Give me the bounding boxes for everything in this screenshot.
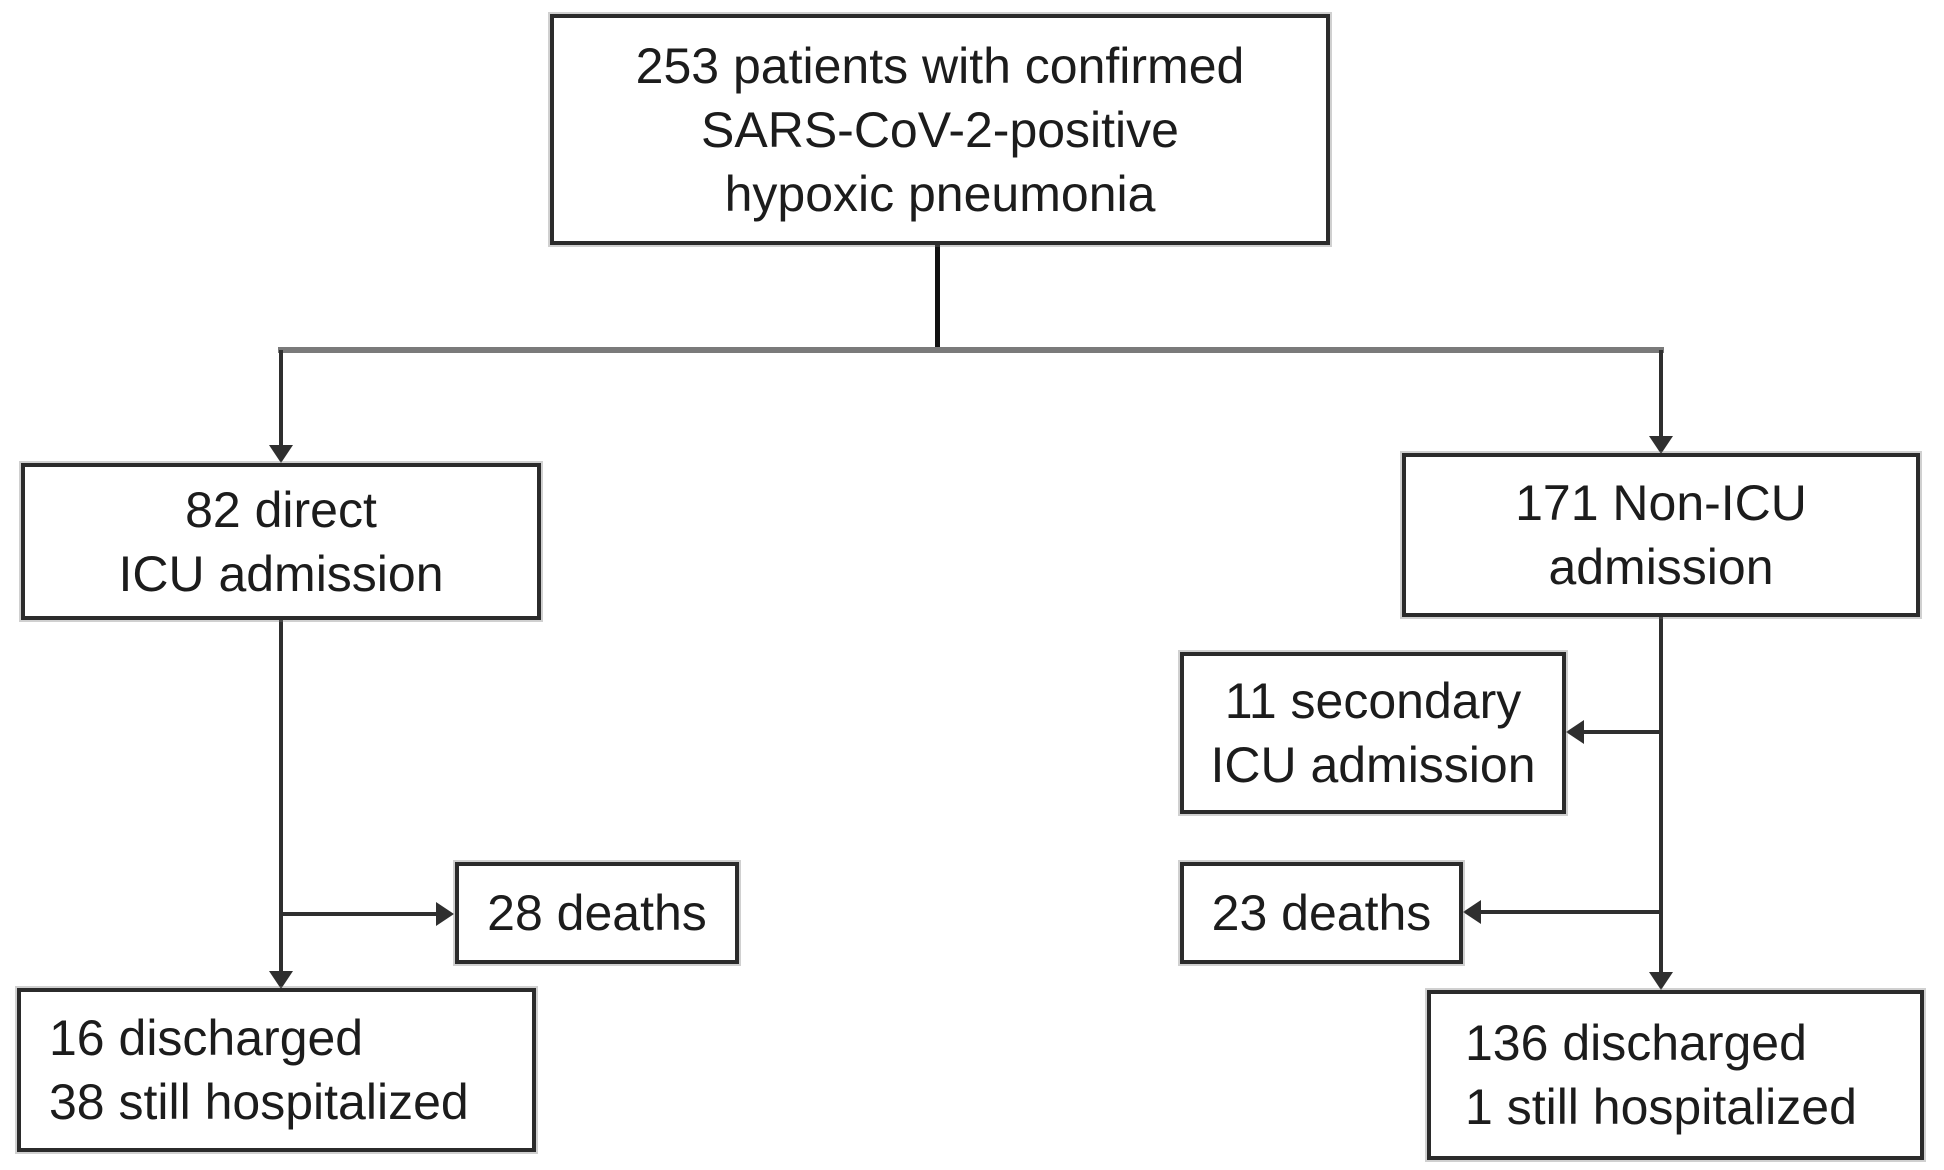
node-non-icu-deaths-line-1: 23 deaths xyxy=(1211,885,1432,941)
node-enrolled-line-2: SARS-CoV-2-positive xyxy=(701,101,1179,158)
node-direct-icu-admission: 82 direct ICU admission xyxy=(21,463,541,620)
connector-to-secondary-icu xyxy=(1582,730,1662,734)
node-direct-icu-line-2: ICU admission xyxy=(118,545,444,602)
connector-to-direct-icu xyxy=(279,350,283,447)
node-icu-outcome-line-2: 38 still hospitalized xyxy=(49,1074,469,1130)
arrowhead-to-non-icu-outcome xyxy=(1649,972,1673,990)
node-non-icu-outcome-line-1: 136 discharged xyxy=(1465,1015,1807,1071)
arrowhead-to-secondary-icu xyxy=(1566,720,1584,744)
arrowhead-to-direct-icu xyxy=(269,445,293,463)
arrowhead-to-icu-outcome xyxy=(269,971,293,989)
arrowhead-to-non-icu xyxy=(1649,436,1673,454)
node-non-icu-outcome-line-2: 1 still hospitalized xyxy=(1465,1079,1857,1135)
node-secondary-icu-admission: 11 secondary ICU admission xyxy=(1180,652,1566,814)
node-secondary-icu-line-1: 11 secondary xyxy=(1224,673,1522,729)
arrowhead-to-icu-deaths xyxy=(436,902,454,926)
node-icu-deaths-line-1: 28 deaths xyxy=(487,885,707,941)
connector-split-horizontal xyxy=(278,347,1664,353)
node-enrolled-line-1: 253 patients with confirmed xyxy=(635,37,1245,94)
connector-to-non-icu xyxy=(1659,350,1663,438)
node-secondary-icu-line-2: ICU admission xyxy=(1210,737,1536,793)
connector-non-icu-down xyxy=(1659,615,1663,974)
node-non-icu-line-2: admission xyxy=(1548,539,1774,595)
arrowhead-to-non-icu-deaths xyxy=(1463,900,1481,924)
node-enrolled: 253 patients with confirmed SARS-CoV-2-p… xyxy=(550,14,1330,245)
node-non-icu-deaths: 23 deaths xyxy=(1180,862,1463,964)
connector-to-non-icu-deaths xyxy=(1478,910,1662,914)
node-enrolled-line-3: hypoxic pneumonia xyxy=(724,165,1156,222)
connector-direct-icu-down xyxy=(279,618,283,973)
node-icu-outcome: 16 discharged 38 still hospitalized xyxy=(17,988,536,1152)
node-non-icu-outcome: 136 discharged 1 still hospitalized xyxy=(1427,990,1924,1160)
node-icu-outcome-line-1: 16 discharged xyxy=(49,1010,364,1066)
connector-to-icu-deaths xyxy=(281,912,438,916)
node-direct-icu-line-1: 82 direct xyxy=(185,481,377,538)
node-icu-deaths: 28 deaths xyxy=(455,862,739,964)
node-non-icu-admission: 171 Non-ICU admission xyxy=(1402,453,1920,617)
node-non-icu-line-1: 171 Non-ICU xyxy=(1515,475,1807,531)
connector-enrolled-down xyxy=(935,245,940,350)
